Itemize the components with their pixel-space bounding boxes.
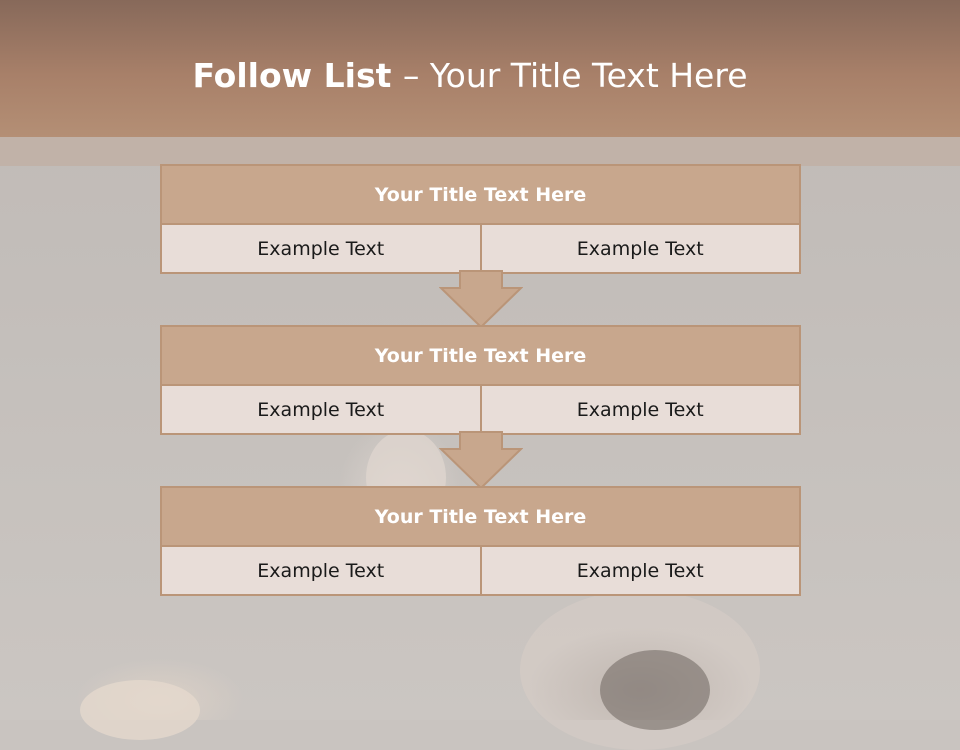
figure-hair-shape	[600, 650, 710, 730]
step-cell-right: Example Text	[479, 547, 799, 594]
step-cell-right: Example Text	[479, 386, 799, 433]
down-arrow-icon	[439, 431, 523, 489]
step-title: Your Title Text Here	[162, 488, 799, 547]
step-row: Example Text Example Text	[162, 547, 799, 594]
down-arrow-icon	[439, 270, 523, 328]
title-rest: – Your Title Text Here	[402, 56, 748, 95]
step-cell-left: Example Text	[162, 386, 480, 433]
header-strip	[0, 137, 960, 166]
step-title: Your Title Text Here	[162, 166, 799, 225]
step-cell-right: Example Text	[479, 225, 799, 272]
slide-header	[0, 0, 960, 137]
step-row: Example Text Example Text	[162, 225, 799, 272]
figure-hand-shape	[80, 680, 200, 740]
step-cell-left: Example Text	[162, 547, 480, 594]
slide-title: Follow List – Your Title Text Here	[0, 56, 940, 96]
step-box-1: Your Title Text Here Example Text Exampl…	[160, 164, 801, 274]
step-title: Your Title Text Here	[162, 327, 799, 386]
step-row: Example Text Example Text	[162, 386, 799, 433]
step-box-2: Your Title Text Here Example Text Exampl…	[160, 325, 801, 435]
step-box-3: Your Title Text Here Example Text Exampl…	[160, 486, 801, 596]
title-bold: Follow List	[192, 56, 403, 95]
step-cell-left: Example Text	[162, 225, 480, 272]
